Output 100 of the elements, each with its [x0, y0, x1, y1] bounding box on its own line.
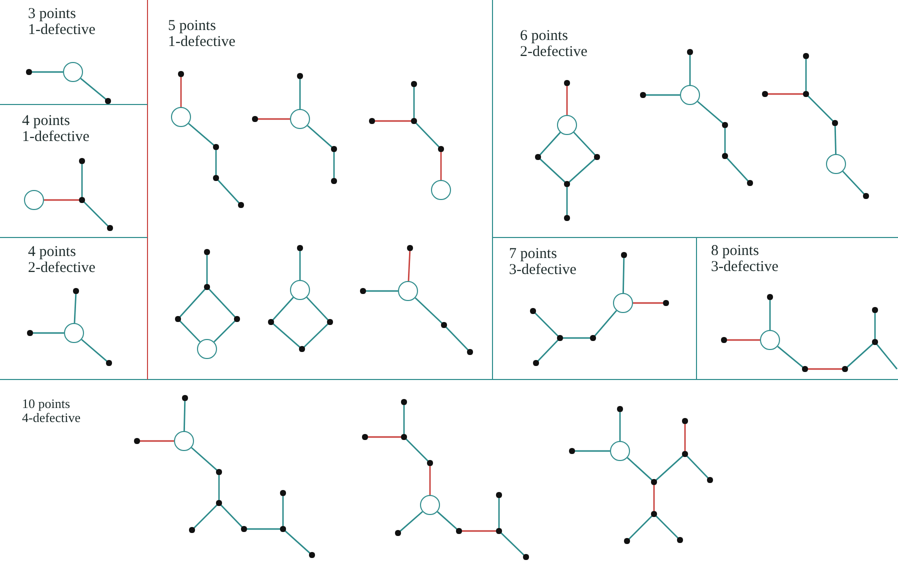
vertex-dot [832, 120, 838, 126]
vertex-dot [79, 197, 85, 203]
vertex-dot [624, 538, 630, 544]
open-circle [398, 281, 418, 301]
graph-edge [208, 288, 236, 318]
graph-edge [272, 323, 300, 348]
vertex-dot [842, 366, 848, 372]
vertex-dot [523, 554, 529, 560]
vertex-dot [401, 399, 407, 405]
graph-edge [846, 343, 874, 368]
panel-heading: 3 points 1-defective [28, 6, 96, 38]
vertex-dot [297, 73, 303, 79]
open-circle [760, 330, 780, 350]
vertex-dot [569, 448, 575, 454]
graph-edge [140, 440, 174, 442]
graph-edge [184, 400, 186, 432]
graph-edge [179, 288, 206, 318]
vertex-dot [533, 360, 539, 366]
open-circle [826, 154, 846, 174]
graph-edge [876, 344, 898, 370]
graph-edge [306, 296, 329, 321]
vertex-dot [362, 434, 368, 440]
graph-edge [686, 455, 709, 479]
vertex-dot [621, 252, 627, 258]
vertex-dot [762, 91, 768, 97]
graph-edge [874, 312, 876, 340]
graph-edge [626, 457, 653, 481]
graph-edge [80, 78, 106, 100]
vertex-dot [456, 528, 462, 534]
vertex-dot [106, 360, 112, 366]
graph-edge [539, 132, 561, 156]
vertex-dot [280, 526, 286, 532]
graph-edge [646, 94, 680, 96]
graph-edge [218, 474, 220, 500]
graph-edge [566, 86, 568, 115]
vertex-dot [707, 477, 713, 483]
graph-edge [574, 450, 610, 452]
graph-edge [32, 332, 64, 334]
graph-edge [805, 58, 807, 92]
graph-edge [408, 250, 411, 282]
graph-edge [500, 532, 525, 556]
vertex-dot [73, 288, 79, 294]
vertex-dot [564, 80, 570, 86]
graph-edge [655, 455, 684, 481]
open-circle [290, 280, 310, 300]
graph-edge [180, 76, 182, 107]
vertex-dot [677, 537, 683, 543]
graph-edge [842, 170, 865, 195]
vertex-dot [401, 434, 407, 440]
vertex-dot [252, 116, 258, 122]
panel-heading: 7 points 3-defective [509, 246, 578, 278]
vertex-dot [441, 322, 447, 328]
vertex-dot [722, 153, 728, 159]
vertex-dot [496, 528, 502, 534]
vertex-dot [238, 202, 244, 208]
vertex-dot [682, 418, 688, 424]
vertex-dot [722, 122, 728, 128]
vertex-dot [411, 81, 417, 87]
open-circle [431, 180, 451, 200]
vertex-dot [105, 98, 111, 104]
panel-heading: 4 points 1-defective [22, 113, 90, 145]
graph-edge [81, 338, 108, 362]
graph-edge [303, 323, 329, 348]
graph-edge [622, 258, 625, 294]
vertex-dot [747, 180, 753, 186]
graph-edge [333, 152, 335, 178]
vertex-dot [663, 300, 669, 306]
graph-edge [405, 438, 429, 462]
graph-edge [188, 122, 214, 146]
panel-heading: 10 points 4-defective [22, 397, 82, 425]
vertex-dot [107, 225, 113, 231]
graph-edge [539, 158, 566, 183]
vertex-dot [331, 178, 337, 184]
graph-edge [403, 404, 405, 434]
panel [148, 0, 493, 380]
graph-edge [724, 128, 726, 154]
panel [0, 0, 148, 105]
vertex-dot [590, 335, 596, 341]
vertex-dot [309, 552, 315, 558]
graph-edge [74, 294, 77, 324]
panel-heading: 8 points 3-defective [711, 243, 780, 275]
vertex-dot [216, 500, 222, 506]
open-circle [174, 431, 194, 451]
graph-edge [566, 186, 568, 216]
graph-edge [697, 100, 724, 124]
open-circle [197, 339, 217, 359]
panel-heading: 4 points 2-defective [28, 244, 96, 276]
graph-edge [726, 339, 760, 341]
graph-edge [653, 484, 655, 512]
graph-edge [562, 337, 590, 339]
vertex-dot [427, 460, 433, 466]
vertex-dot [299, 346, 305, 352]
open-circle [24, 190, 44, 210]
vertex-dot [297, 245, 303, 251]
graph-edge [299, 250, 301, 280]
vertex-dot [564, 215, 570, 221]
vertex-dot [213, 175, 219, 181]
panel-heading: 5 points 1-defective [168, 18, 236, 50]
open-circle [64, 323, 84, 343]
graph-edge [366, 290, 398, 292]
